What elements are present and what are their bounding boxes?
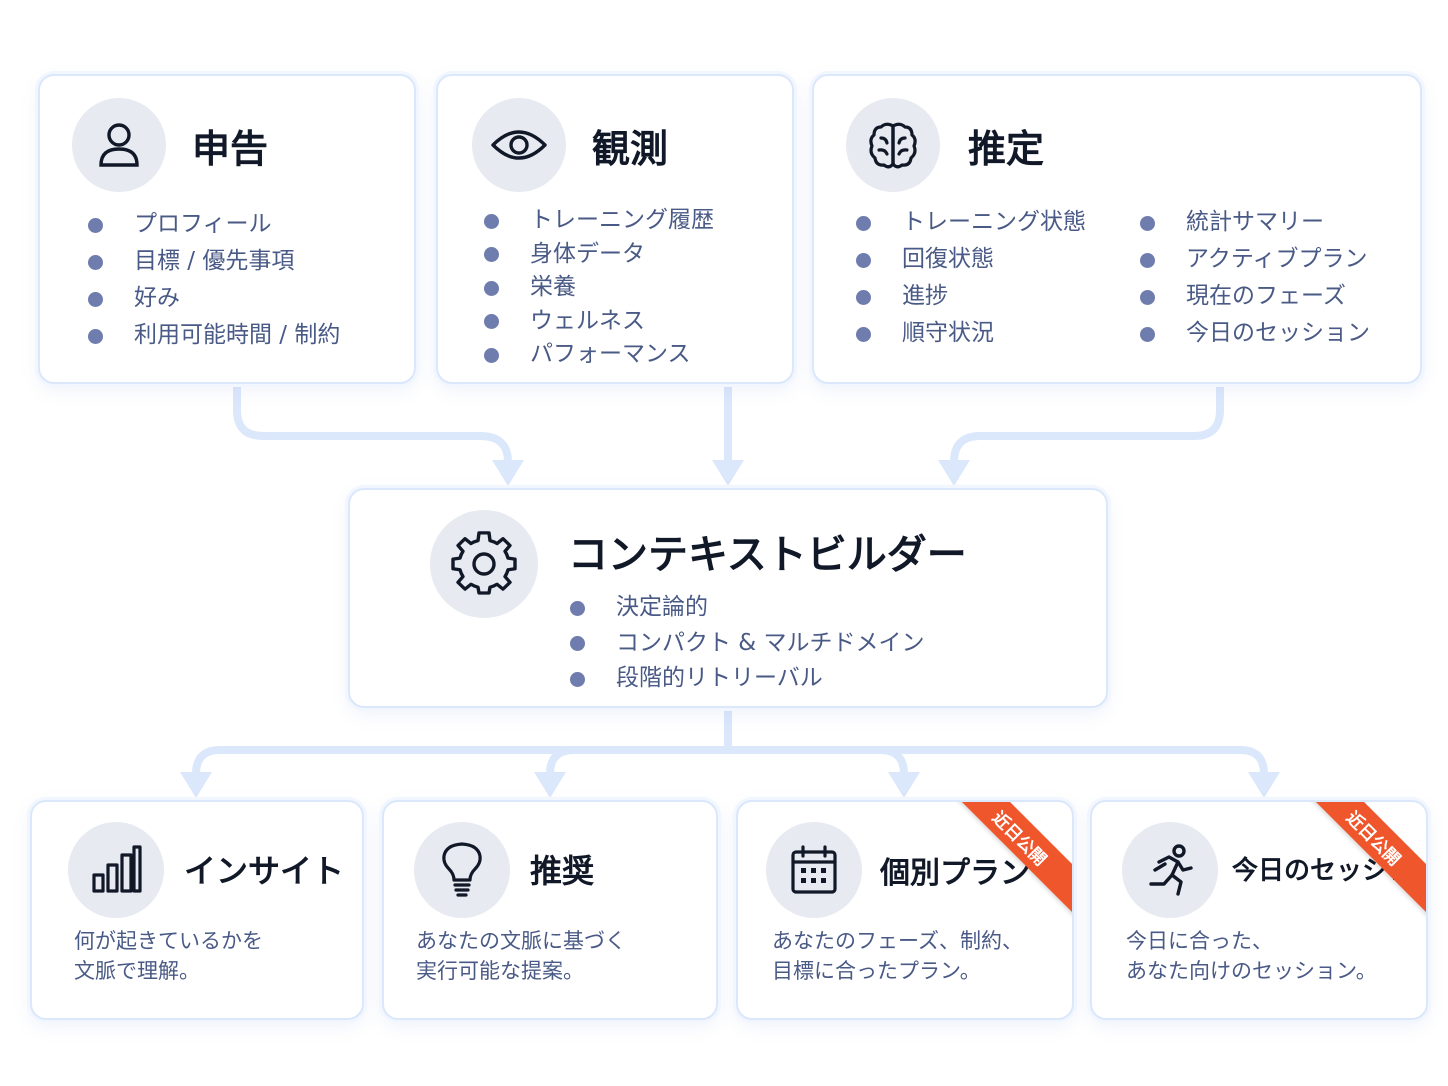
arrow-head-recommend	[534, 772, 566, 798]
arrow-head-self-report	[492, 460, 524, 486]
list-item: 回復状態	[856, 241, 1086, 278]
insight-card: インサイト 何が起きているかを 文脈で理解。	[30, 800, 364, 1020]
self-report-card: 申告 プロフィール 目標 / 優先事項 好み 利用可能時間 / 制約	[38, 74, 416, 384]
list-item: 決定論的	[570, 590, 925, 626]
observed-list: トレーニング履歴 身体データ 栄養 ウェルネス パフォーマンス	[484, 204, 714, 372]
context-builder-card: コンテキストビルダー 決定論的 コンパクト & マルチドメイン 段階的リトリーバ…	[348, 488, 1108, 708]
recommendation-description: あなたの文脈に基づく 実行可能な提案。	[416, 926, 626, 986]
arrow-head-insight	[180, 772, 212, 798]
list-item: 目標 / 優先事項	[88, 243, 340, 280]
context-builder-list: 決定論的 コンパクト & マルチドメイン 段階的リトリーバル	[570, 590, 925, 697]
user-icon	[72, 98, 166, 192]
connector-self-report	[233, 380, 512, 474]
inferred-card: 推定 トレーニング状態 回復状態 進捗 順守状況 統計サマリー アクティブプラン…	[812, 74, 1422, 384]
description-line: あなたのフェーズ、制約、	[772, 929, 1023, 953]
list-item: 現在のフェーズ	[1140, 278, 1370, 315]
list-item: パフォーマンス	[484, 338, 714, 372]
inferred-list-left: トレーニング状態 回復状態 進捗 順守状況	[856, 204, 1086, 352]
list-item: アクティブプラン	[1140, 241, 1370, 278]
description-line: あなた向けのセッション。	[1126, 959, 1377, 983]
bar-chart-icon	[68, 822, 164, 918]
plan-title: 個別プラン	[880, 856, 1030, 891]
inferred-title: 推定	[968, 127, 1045, 171]
list-item: 段階的リトリーバル	[570, 661, 925, 697]
eye-icon	[472, 98, 566, 192]
calendar-icon	[766, 822, 862, 918]
list-item: 栄養	[484, 271, 714, 305]
list-item: トレーニング履歴	[484, 204, 714, 238]
self-report-title: 申告	[192, 127, 269, 171]
arrow-head-observed	[712, 460, 744, 486]
insight-title: インサイト	[184, 852, 345, 890]
session-card: 今日のセッション 今日に合った、 あなた向けのセッション。 近日公開	[1090, 800, 1428, 1020]
insight-description: 何が起きているかを 文脈で理解。	[74, 926, 263, 986]
brain-icon	[846, 98, 940, 192]
list-item: プロフィール	[88, 206, 340, 243]
description-line: 目標に合ったプラン。	[772, 959, 981, 983]
list-item: ウェルネス	[484, 305, 714, 339]
observed-card: 観測 トレーニング履歴 身体データ 栄養 ウェルネス パフォーマンス	[436, 74, 794, 384]
description-line: あなたの文脈に基づく	[416, 929, 626, 953]
description-line: 文脈で理解。	[74, 959, 200, 983]
description-line: 何が起きているかを	[74, 929, 263, 953]
plan-card: 個別プラン あなたのフェーズ、制約、 目標に合ったプラン。 近日公開	[736, 800, 1074, 1020]
recommendation-title: 推奨	[530, 852, 595, 890]
context-builder-title: コンテキストビルダー	[568, 532, 967, 578]
recommendation-card: 推奨 あなたの文脈に基づく 実行可能な提案。	[382, 800, 718, 1020]
self-report-list: プロフィール 目標 / 優先事項 好み 利用可能時間 / 制約	[88, 206, 340, 354]
description-line: 今日に合った、	[1126, 929, 1273, 953]
gear-icon	[430, 510, 538, 618]
session-description: 今日に合った、 あなた向けのセッション。	[1126, 926, 1377, 986]
description-line: 実行可能な提案。	[416, 959, 584, 983]
plan-description: あなたのフェーズ、制約、 目標に合ったプラン。	[772, 926, 1023, 986]
running-icon	[1122, 822, 1218, 918]
lightbulb-icon	[414, 822, 510, 918]
list-item: 進捗	[856, 278, 1086, 315]
list-item: コンパクト & マルチドメイン	[570, 626, 925, 662]
list-item: 今日のセッション	[1140, 315, 1370, 352]
list-item: トレーニング状態	[856, 204, 1086, 241]
arrow-head-plan	[888, 772, 920, 798]
inferred-list-right: 統計サマリー アクティブプラン 現在のフェーズ 今日のセッション	[1140, 204, 1370, 352]
connector-inferred	[950, 380, 1224, 474]
list-item: 順守状況	[856, 315, 1086, 352]
list-item: 身体データ	[484, 238, 714, 272]
list-item: 統計サマリー	[1140, 204, 1370, 241]
observed-title: 観測	[592, 127, 669, 171]
list-item: 利用可能時間 / 制約	[88, 317, 340, 354]
list-item: 好み	[88, 280, 340, 317]
arrow-head-session	[1248, 772, 1280, 798]
arrow-head-inferred	[938, 460, 970, 486]
